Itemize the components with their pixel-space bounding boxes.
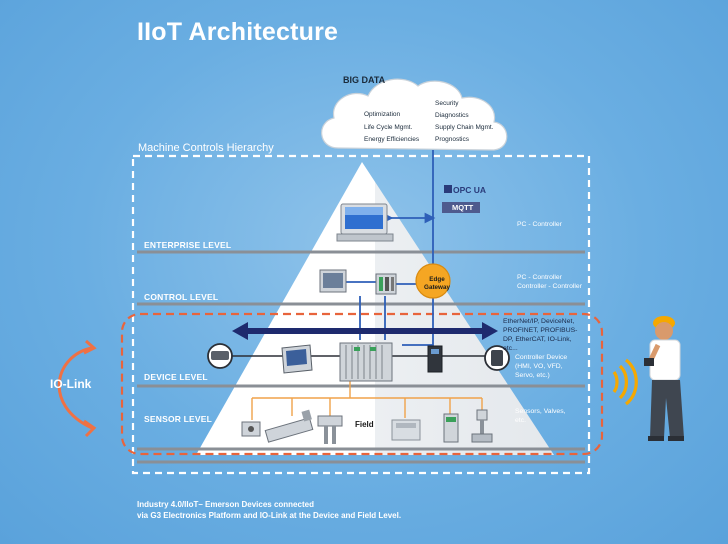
cloud-item: Energy Efficiencies: [364, 136, 420, 143]
pyramid: [196, 162, 554, 455]
opc-ua-logo: [444, 185, 452, 193]
valve-icon: [443, 413, 459, 443]
hierarchy-label: Machine Controls Hierarchy: [138, 142, 274, 154]
cloud-item: Optimization: [364, 111, 401, 118]
io-link-region: [120, 312, 604, 456]
cloud-item: Life Cycle Mgmt.: [364, 124, 413, 131]
cylinder-icon: [264, 409, 314, 443]
device-round-left: [207, 343, 233, 369]
cloud-icon: [321, 78, 508, 151]
hmi-panel-icon: [319, 269, 347, 293]
vfd-icon: [427, 345, 443, 373]
pc-controller-label: PC - Controller: [517, 221, 562, 228]
wireless-signal-icon: [612, 358, 638, 406]
mqtt-logo: [442, 202, 480, 213]
cloud-item: Prognostics: [435, 136, 469, 143]
control-level-label: CONTROL LEVEL: [144, 292, 219, 302]
level-lines: [137, 250, 585, 464]
cloud-item: Security: [435, 100, 459, 107]
footer-line-1: Industry 4.0/IIoT– Emerson Devices conne…: [137, 500, 314, 509]
cloud-item: Supply Chain Mgmt.: [435, 124, 494, 131]
gripper-icon: [317, 415, 343, 444]
page-title: IIoT Architecture: [137, 18, 339, 46]
edge-gateway-label: Edge Gateway: [424, 276, 450, 291]
sensor-icon: [241, 421, 261, 437]
networks-label: EtherNet/IP, DeviceNet, PROFINET, PROFIB…: [503, 318, 578, 352]
plc-icon: [375, 273, 397, 295]
valve-island-icon: [391, 419, 421, 441]
footer-text: Industry 4.0/IIoT– Emerson Devices conne…: [137, 499, 437, 521]
mqtt-text: MQTT: [452, 203, 474, 212]
opc-ua-text: OPC UA: [453, 185, 487, 195]
big-data-label: BIG DATA: [343, 75, 386, 85]
computer-icon: [336, 203, 394, 242]
edge-gateway: [415, 263, 451, 299]
sensor-level-label: SENSOR LEVEL: [144, 414, 213, 424]
pressure-valve-icon: [471, 409, 493, 443]
hmi-panel-icon: [281, 344, 313, 374]
controller-controller-label: Controller - Controller: [517, 283, 582, 290]
footer-line-2: via G3 Electronics Platform and IO-Link …: [137, 511, 402, 520]
worker-icon: [644, 316, 684, 441]
io-link-label: IO-Link: [50, 377, 92, 391]
field-wires: [251, 380, 483, 420]
sensors-label: Sensors, Valves, etc.: [515, 408, 566, 424]
cloud-item: Diagnostics: [435, 112, 469, 119]
io-link-arrows: [57, 339, 97, 438]
valve-manifold-icon: [339, 342, 393, 382]
enterprise-level-label: ENTERPRISE LEVEL: [144, 240, 232, 250]
device-round-right: [484, 345, 510, 371]
field-label: Field: [355, 420, 374, 429]
device-level-label: DEVICE LEVEL: [144, 372, 208, 382]
pc-controller-label-2: PC - Controller: [517, 274, 562, 281]
controller-device-label: Controller Device (HMI, VO, VFD, Servo, …: [515, 354, 568, 379]
